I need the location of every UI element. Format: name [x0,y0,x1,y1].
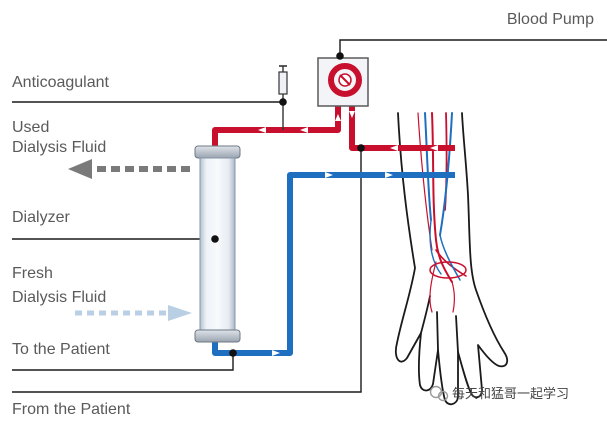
dialyzer-body [199,157,236,331]
flow-arrows [258,111,438,356]
wechat-icon [429,385,449,402]
label-used-fluid-line2: Dialysis Fluid [12,139,106,156]
leader-blood-pump [339,39,607,60]
leader-from-patient [12,148,362,393]
leader-to-patient [12,353,234,371]
junction-dots [211,52,365,357]
dialyzer-top-cap [194,145,241,159]
leader-lines [12,39,607,393]
blood-pump [317,57,369,107]
label-fresh-fluid-line1: Fresh [12,265,53,282]
fresh-fluid-arrow [75,305,192,321]
label-anticoagulant: Anticoagulant [12,74,110,91]
fistula-ring [429,261,467,279]
arm-blood-vessels [417,112,467,313]
pump-rotor [328,63,362,97]
label-fresh-fluid-line2: Dialysis Fluid [12,289,106,306]
label-to-patient: To the Patient [12,341,110,358]
label-used-fluid-line1: Used [12,119,49,136]
label-blood-pump: Blood Pump [507,11,594,28]
venous-tubing [212,172,455,356]
used-fluid-arrow [68,159,190,179]
anticoagulant-syringe [278,65,288,130]
arm-outline [394,112,509,406]
label-from-patient: From the Patient [12,401,131,418]
watermark: 每天和猛哥一起学习 [429,385,569,402]
watermark-text: 每天和猛哥一起学习 [452,386,569,401]
dialyzer-cartridge [194,145,241,343]
dialyzer-bottom-cap [194,329,241,343]
label-dialyzer: Dialyzer [12,209,70,226]
